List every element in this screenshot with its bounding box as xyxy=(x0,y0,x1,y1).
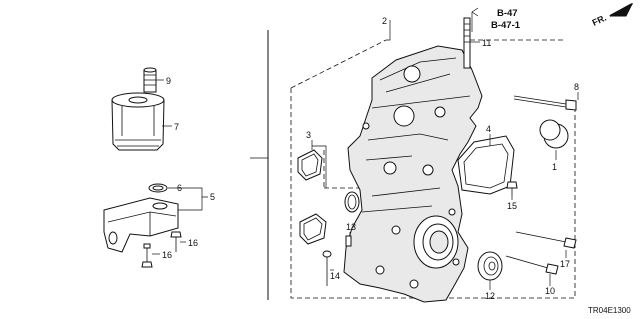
cap xyxy=(539,119,569,149)
reference-b47-1[interactable]: B-47-1 xyxy=(491,20,521,31)
bolt-8 xyxy=(513,95,577,111)
oil-seal xyxy=(413,215,459,269)
diagram-code: TR04E1300 xyxy=(588,306,631,315)
bolt-15 xyxy=(506,181,518,196)
cover-plate xyxy=(457,135,515,195)
callout-7: 7 xyxy=(174,122,179,132)
leader-lines xyxy=(152,7,579,290)
gasket-ring-middle xyxy=(344,191,360,213)
callout-5: 5 xyxy=(210,192,215,202)
crank-sprocket xyxy=(477,251,503,281)
callout-1: 1 xyxy=(552,162,557,172)
dowel-pin xyxy=(345,235,352,247)
callout-14: 14 xyxy=(330,271,340,281)
bolt-10 xyxy=(505,255,559,275)
oil-strainer xyxy=(103,197,179,253)
callout-6: 6 xyxy=(177,183,182,193)
bolt-17 xyxy=(515,231,577,249)
bolt-16-right xyxy=(170,231,182,252)
front-direction-arrow-icon xyxy=(609,2,634,17)
callout-16-right: 16 xyxy=(188,238,198,248)
divider-line xyxy=(250,30,269,300)
bolt-16-left xyxy=(141,243,153,268)
callout-16-left: 16 xyxy=(162,250,172,260)
filter-joint xyxy=(143,67,157,93)
callout-12: 12 xyxy=(485,291,495,301)
direction-label: FR. xyxy=(591,13,608,28)
callout-11: 11 xyxy=(482,38,491,48)
callout-13: 13 xyxy=(346,222,356,232)
callout-2: 2 xyxy=(382,16,387,26)
gasket-ring-upper xyxy=(297,149,323,181)
callout-4: 4 xyxy=(486,124,491,134)
callout-9: 9 xyxy=(166,76,171,86)
gasket-ring-lower xyxy=(299,213,327,245)
callout-15: 15 xyxy=(507,201,517,211)
callout-17: 17 xyxy=(560,259,570,269)
callout-10: 10 xyxy=(545,286,555,296)
stud-bolt xyxy=(463,17,471,69)
reference-b47[interactable]: B-47 xyxy=(497,8,518,19)
oil-filter xyxy=(111,92,165,151)
callout-8: 8 xyxy=(574,82,579,92)
bolt-14 xyxy=(322,250,332,286)
o-ring xyxy=(148,183,168,193)
gasket-box xyxy=(323,150,370,189)
callout-3: 3 xyxy=(306,130,311,140)
